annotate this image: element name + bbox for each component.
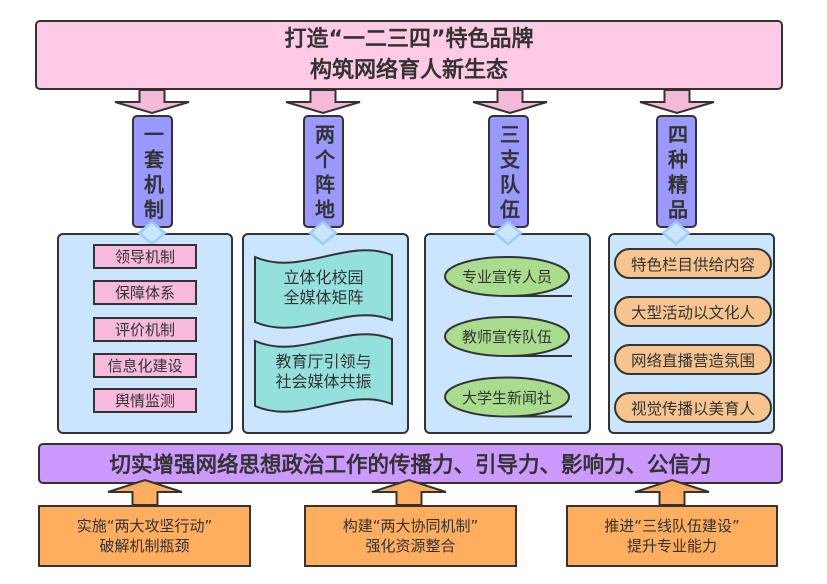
header-box: 打造“一二三四”特色品牌 构筑网络育人新生态 <box>35 20 783 90</box>
diamond-connector-icon <box>308 220 338 246</box>
action-line-1: 实施“两大攻坚行动” <box>76 517 213 535</box>
position-item: 立体化校园 全媒体矩阵 <box>255 268 392 308</box>
mechanism-item: 保障体系 <box>93 280 197 305</box>
goal-bar: 切实增强网络思想政治工作的传播力、引导力、影响力、公信力 <box>38 443 783 484</box>
mechanism-item-label: 舆情监测 <box>114 392 175 410</box>
pillar-label-positions: 两个阵地 <box>303 115 344 228</box>
arrow-down-icon <box>285 89 361 115</box>
pillar-label-text: 一套机制 <box>140 123 165 224</box>
mechanism-item: 舆情监测 <box>93 388 197 413</box>
wave-shape <box>254 249 393 329</box>
position-item-line-2: 全媒体矩阵 <box>283 288 364 307</box>
pillar-label-mechanism: 一套机制 <box>132 115 173 228</box>
mechanism-item-label: 领导机制 <box>114 248 175 266</box>
diamond-connector-icon <box>493 220 523 246</box>
product-item: 特色栏目供给内容 <box>614 248 772 279</box>
pillar-label-text: 四种精品 <box>664 123 689 224</box>
arrow-up-icon <box>107 478 183 506</box>
action-line-1: 推进“三线队伍建设” <box>604 517 740 535</box>
product-item-label: 网络直播营造氛围 <box>630 351 755 370</box>
action-line-2: 破解机制瓶颈 <box>99 537 190 555</box>
product-item: 视觉传播以美育人 <box>614 392 772 423</box>
diamond-connector-icon <box>137 220 167 246</box>
goal-text: 切实增强网络思想政治工作的传播力、引导力、影响力、公信力 <box>109 453 712 478</box>
team-item: 教师宣传队伍 <box>445 326 569 348</box>
wave-shape <box>254 333 393 413</box>
team-item: 大学生新闻社 <box>445 386 569 408</box>
mechanism-item-label: 保障体系 <box>114 284 175 302</box>
product-item-label: 大型活动以文化人 <box>630 303 755 322</box>
team-item-label: 大学生新闻社 <box>461 388 552 407</box>
position-item: 教育厅引领与 社会媒体共振 <box>255 352 392 392</box>
position-item-line-1: 立体化校园 <box>283 268 364 287</box>
mechanism-item: 信息化建设 <box>93 353 197 378</box>
action-line-2: 提升专业能力 <box>626 537 717 555</box>
header-title-line-1: 打造“一二三四”特色品牌 <box>284 27 534 52</box>
mechanism-item: 领导机制 <box>93 244 197 269</box>
position-item-line-2: 社会媒体共振 <box>275 372 372 391</box>
product-item: 网络直播营造氛围 <box>614 344 772 375</box>
action-box: 实施“两大攻坚行动” 破解机制瓶颈 <box>38 505 251 567</box>
header-title-line-2: 构筑网络育人新生态 <box>309 58 508 83</box>
pillar-label-text: 三支队伍 <box>496 123 521 224</box>
team-item: 专业宣传人员 <box>445 266 569 288</box>
arrow-up-icon <box>371 478 447 506</box>
team-item-label: 教师宣传队伍 <box>461 328 552 346</box>
product-item-label: 特色栏目供给内容 <box>630 255 755 274</box>
action-line-2: 强化资源整合 <box>365 537 456 555</box>
product-item-label: 视觉传播以美育人 <box>630 399 755 418</box>
mechanism-item-label: 评价机制 <box>114 321 175 339</box>
action-box: 构建“两大协同机制” 强化资源整合 <box>304 505 517 567</box>
mechanism-item-label: 信息化建设 <box>107 357 183 375</box>
position-item-line-1: 教育厅引领与 <box>275 352 372 371</box>
arrow-up-icon <box>634 478 710 506</box>
team-item-label: 专业宣传人员 <box>461 268 552 286</box>
diamond-connector-icon <box>661 220 691 246</box>
mechanism-item: 评价机制 <box>93 317 197 342</box>
product-item: 大型活动以文化人 <box>614 296 772 327</box>
arrow-down-icon <box>472 89 548 115</box>
action-line-1: 构建“两大协同机制” <box>342 517 479 535</box>
pillar-label-text: 两个阵地 <box>311 123 336 224</box>
arrow-down-icon <box>639 89 715 115</box>
pillar-label-products: 四种精品 <box>656 115 697 228</box>
arrow-down-icon <box>114 89 190 115</box>
